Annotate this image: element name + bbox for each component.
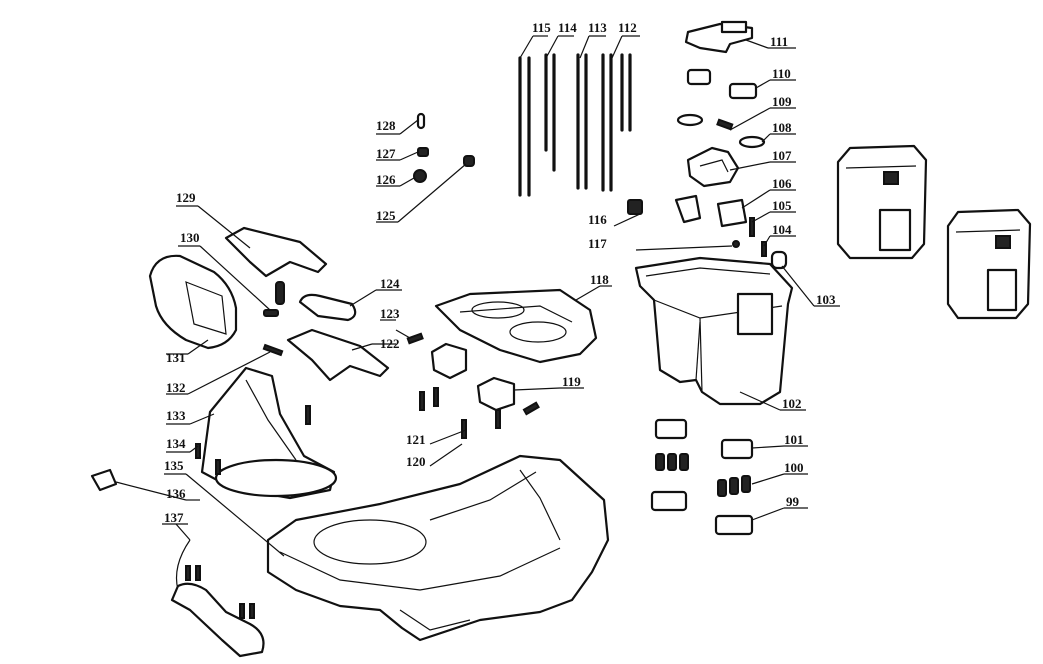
label-128: 128 xyxy=(376,118,396,133)
label-134: 134 xyxy=(166,436,186,451)
label-121: 121 xyxy=(406,432,426,447)
label-122: 122 xyxy=(380,336,400,351)
label-129: 129 xyxy=(176,190,196,205)
label-114: 114 xyxy=(558,20,577,35)
label-112: 112 xyxy=(618,20,637,35)
label-105: 105 xyxy=(772,198,792,213)
label-100: 100 xyxy=(784,460,804,475)
label-131: 131 xyxy=(166,350,186,365)
top-cover xyxy=(434,288,598,364)
fasteners xyxy=(413,112,475,183)
label-125: 125 xyxy=(376,208,396,223)
brackets xyxy=(224,226,390,382)
label-118: 118 xyxy=(590,272,609,287)
label-102: 102 xyxy=(782,396,802,411)
label-104: 104 xyxy=(772,222,792,237)
callout-labels: 99 100 101 102 103 104 105 106 107 108 1… xyxy=(164,20,836,525)
label-110: 110 xyxy=(772,66,791,81)
label-115: 115 xyxy=(532,20,551,35)
label-111: 111 xyxy=(770,34,788,49)
seat-frame xyxy=(148,254,238,350)
label-103: 103 xyxy=(816,292,836,307)
leader-lines xyxy=(115,35,840,557)
label-133: 133 xyxy=(166,408,186,423)
rod-group xyxy=(518,53,632,197)
clamp-parts xyxy=(406,332,540,439)
label-116: 116 xyxy=(588,212,607,227)
label-109: 109 xyxy=(772,94,792,109)
battery-packs xyxy=(836,144,1032,320)
label-119: 119 xyxy=(562,374,581,389)
label-113: 113 xyxy=(588,20,607,35)
label-101: 101 xyxy=(784,432,804,447)
upper-small-parts xyxy=(627,20,788,270)
label-99: 99 xyxy=(786,494,800,509)
label-136: 136 xyxy=(166,486,186,501)
label-107: 107 xyxy=(772,148,792,163)
lower-left-parts xyxy=(90,468,265,658)
battery-tank xyxy=(634,256,794,406)
label-123: 123 xyxy=(380,306,400,321)
label-106: 106 xyxy=(772,176,792,191)
rear-fender xyxy=(195,366,338,500)
label-137: 137 xyxy=(164,510,184,525)
label-124: 124 xyxy=(380,276,400,291)
main-chassis xyxy=(266,454,610,642)
label-130: 130 xyxy=(180,230,200,245)
label-135: 135 xyxy=(164,458,184,473)
label-132: 132 xyxy=(166,380,186,395)
connector-blocks xyxy=(650,418,754,536)
label-126: 126 xyxy=(376,172,396,187)
label-117: 117 xyxy=(588,236,607,251)
label-127: 127 xyxy=(376,146,396,161)
label-108: 108 xyxy=(772,120,792,135)
label-120: 120 xyxy=(406,454,426,469)
